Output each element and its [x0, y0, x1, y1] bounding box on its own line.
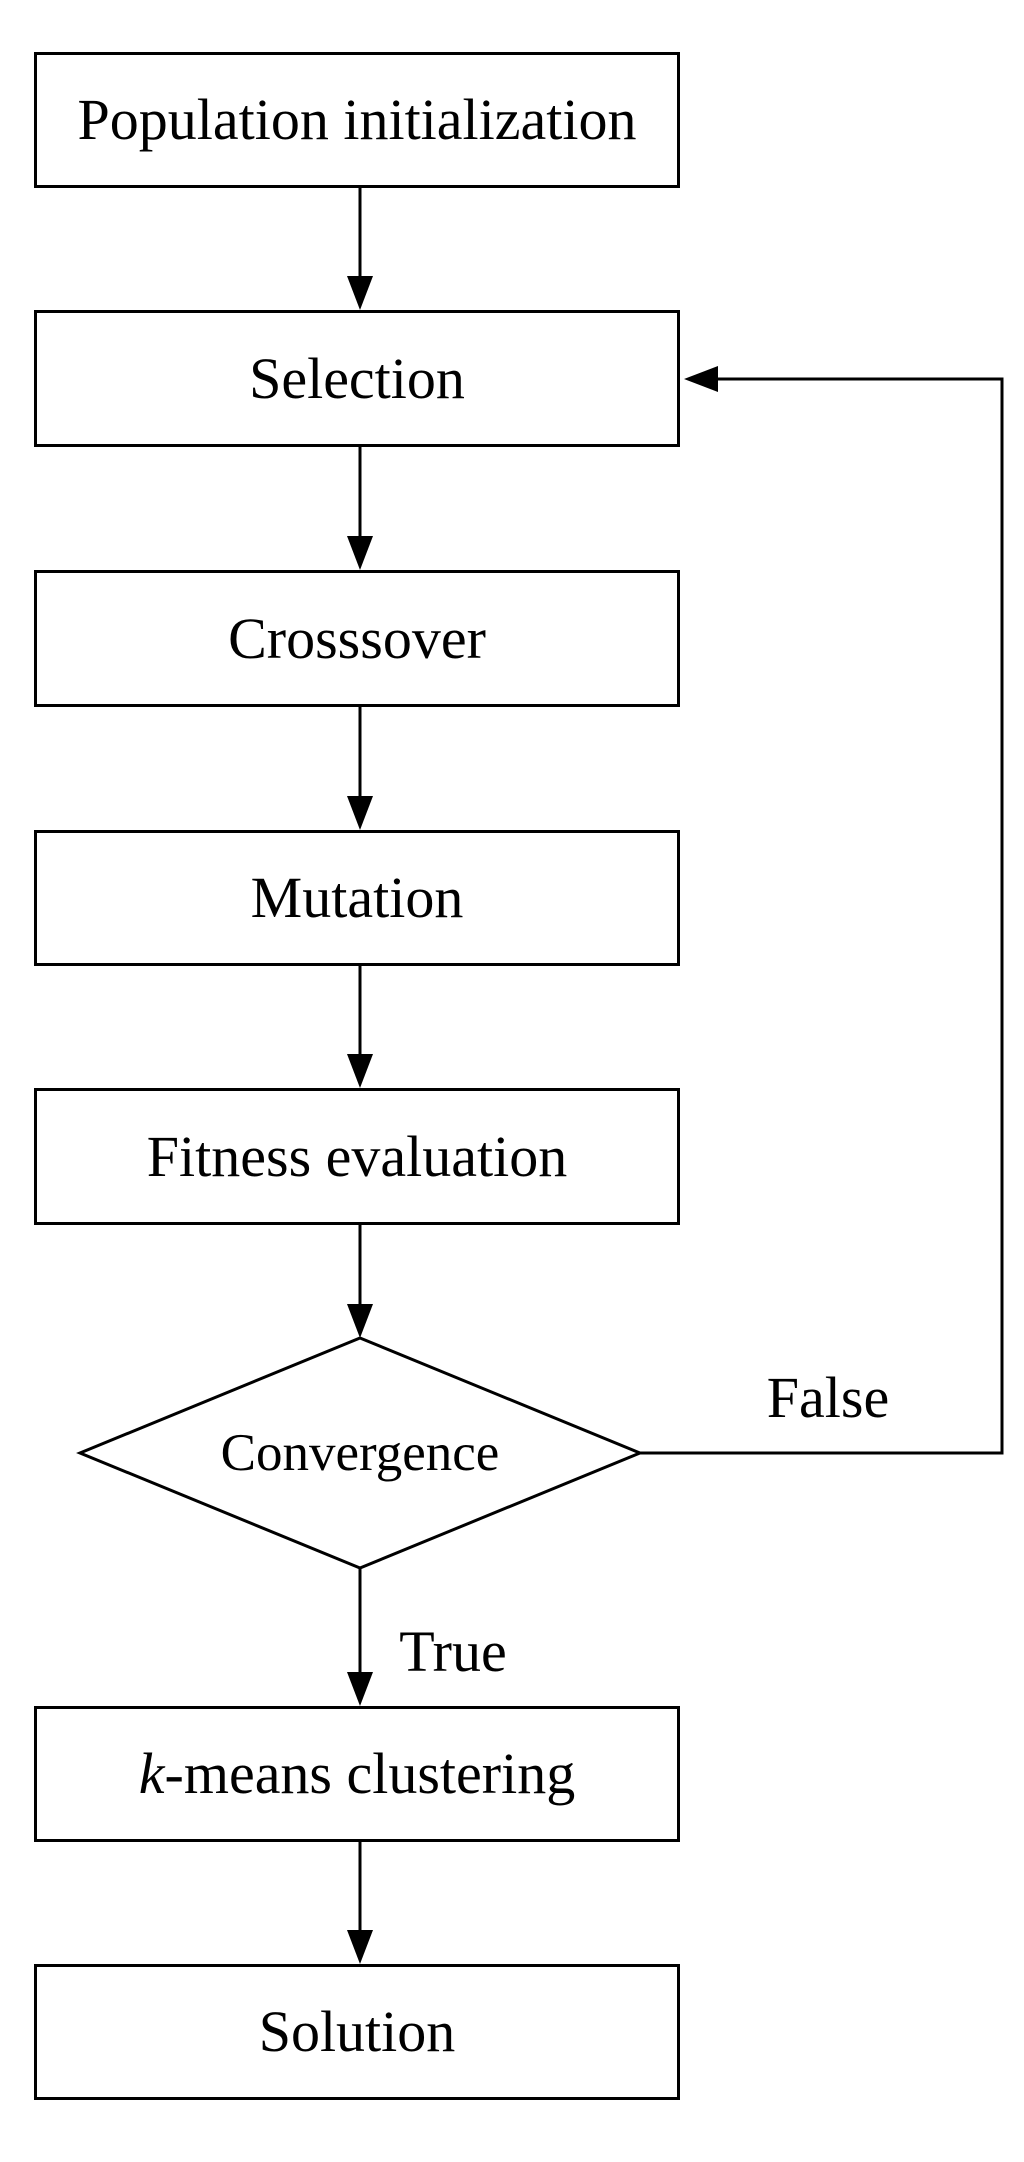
node-mutation-label: Mutation	[250, 865, 464, 930]
node-mutation: Mutation	[34, 830, 680, 966]
node-solution: Solution	[34, 1964, 680, 2100]
arrowhead-into-fitness	[347, 1054, 373, 1088]
node-convergence-shape	[76, 1336, 644, 1570]
node-population-label: Population initialization	[77, 87, 637, 152]
node-crossover: Crosssover	[34, 570, 680, 707]
arrowhead-into-mutation	[347, 796, 373, 830]
feedback-false-line	[640, 377, 1004, 1455]
node-convergence-label: Convergence	[220, 1423, 500, 1482]
node-selection: Selection	[34, 310, 680, 447]
node-kmeans-label-rest: -means clustering	[164, 1741, 576, 1806]
edge-label-true: True	[399, 1619, 507, 1684]
node-selection-label: Selection	[249, 345, 465, 411]
node-kmeans: k-means clustering	[34, 1706, 680, 1842]
arrowhead-feedback-into-selection	[684, 366, 718, 392]
arrowhead-into-crossover	[347, 536, 373, 570]
node-kmeans-label: k-means clustering	[139, 1745, 575, 1803]
node-convergence-label-wrap: Convergence	[80, 1338, 640, 1568]
node-kmeans-label-k: k	[138, 1741, 165, 1806]
arrowhead-into-selection	[347, 276, 373, 310]
node-crossover-label: Crosssover	[228, 605, 486, 671]
arrowhead-into-kmeans	[347, 1672, 373, 1706]
edge-label-false: False	[766, 1365, 890, 1430]
node-solution-label: Solution	[258, 1999, 456, 2064]
arrowhead-into-convergence	[347, 1304, 373, 1338]
node-fitness: Fitness evaluation	[34, 1088, 680, 1225]
node-fitness-label: Fitness evaluation	[146, 1123, 568, 1189]
arrowhead-into-solution	[347, 1930, 373, 1964]
node-population: Population initialization	[34, 52, 680, 188]
